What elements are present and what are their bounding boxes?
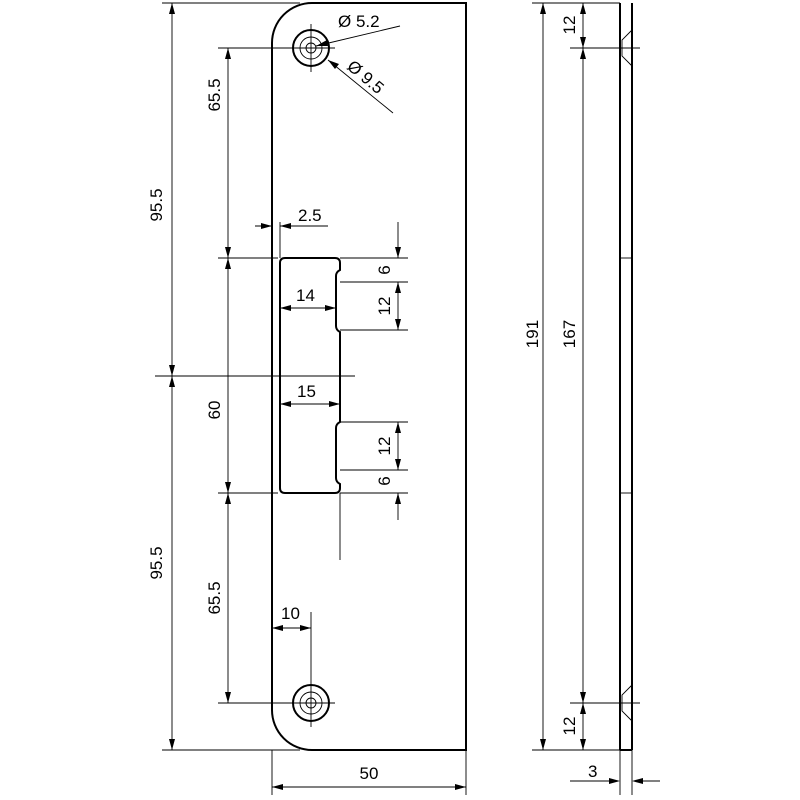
dim-cutout-height: 60 (205, 258, 231, 493)
hole-diameter-small-callout: Ø 5.2 (315, 12, 401, 47)
dim-top-hole: 12 (560, 3, 586, 48)
dim-lower-notch-height: 12 (375, 422, 401, 470)
hole-diameter-large-callout: Ø 9.5 (327, 57, 394, 114)
dim-upper-notch-height-label: 12 (375, 297, 394, 316)
dim-top-total: 95.5 (147, 3, 175, 376)
dim-bottom-hole-label: 12 (560, 717, 579, 736)
dim-bottom-total: 95.5 (147, 376, 175, 750)
dim-hole-edge-offset-label: 10 (281, 604, 300, 623)
dim-cutout-width-upper-label: 14 (296, 286, 315, 305)
dim-cutout-width-middle: 15 (280, 382, 340, 407)
dim-hole-edge-offset: 10 (271, 604, 311, 632)
dim-hole-spacing: 167 (560, 48, 586, 703)
dim-top-to-cutout: 65.5 (205, 48, 231, 258)
notch-extension-lines (339, 257, 408, 560)
dim-bottom-to-cutout: 65.5 (205, 493, 231, 703)
dim-bottom-total-label: 95.5 (147, 546, 166, 579)
dim-upper-notch-height: 12 (375, 282, 401, 330)
dim-top-total-label: 95.5 (147, 188, 166, 221)
dim-thickness-label: 3 (588, 762, 597, 781)
plate-outline (271, 2, 467, 751)
dim-bottom-hole: 12 (560, 703, 586, 750)
dim-thickness: 3 (570, 750, 660, 795)
dim-lower-notch-bottom-label: 6 (375, 476, 394, 485)
dim-top-hole-label: 12 (560, 16, 579, 35)
dim-upper-notch-top-label: 6 (375, 265, 394, 274)
dim-cutout-width-middle-label: 15 (297, 382, 316, 401)
lower-screw-hole (287, 612, 335, 727)
side-extension-lines (532, 2, 640, 751)
dim-edge-offset: 2.5 (255, 206, 328, 258)
latch-cutout (279, 257, 341, 494)
dim-cutout-height-label: 60 (205, 401, 224, 420)
dim-bottom-to-cutout-label: 65.5 (205, 581, 224, 614)
dim-cutout-width-upper: 14 (280, 286, 336, 311)
side-profile (619, 3, 633, 751)
dim-total-length-label: 191 (523, 320, 542, 348)
dim-total-length: 191 (523, 3, 546, 750)
dim-plate-width: 50 (271, 750, 467, 795)
dim-top-to-cutout-label: 65.5 (205, 78, 224, 111)
hole-diameter-large-label: Ø 9.5 (343, 57, 387, 98)
dim-edge-offset-label: 2.5 (298, 206, 322, 225)
dim-hole-spacing-label: 167 (560, 320, 579, 348)
dim-lower-notch-bottom: 6 (375, 476, 401, 520)
hole-diameter-small-label: Ø 5.2 (338, 12, 380, 31)
upper-screw-hole (287, 24, 335, 72)
dim-plate-width-label: 50 (360, 764, 379, 783)
dim-lower-notch-height-label: 12 (375, 437, 394, 456)
